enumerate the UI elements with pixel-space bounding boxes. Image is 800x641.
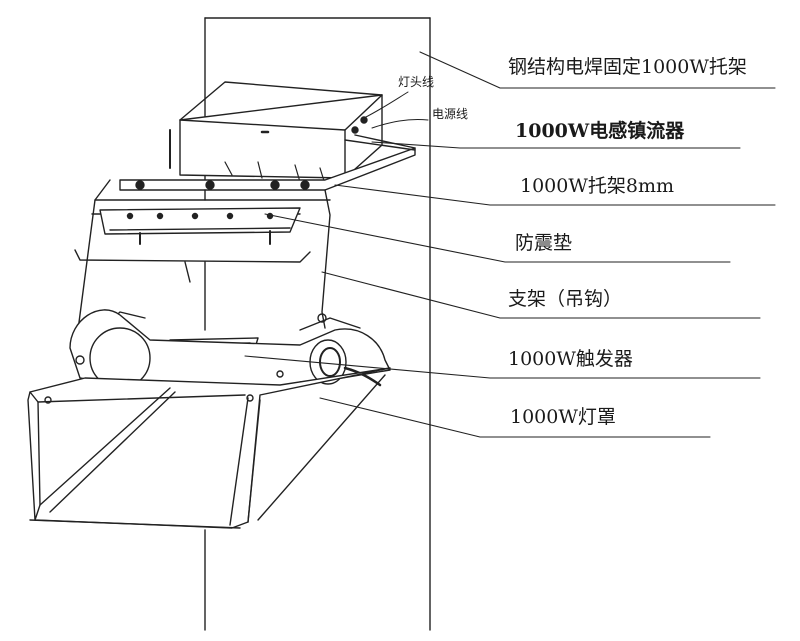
label-ballast: 1000W电感镇流器 — [515, 120, 685, 142]
label-hook-support: 支架（吊钩） — [508, 288, 623, 310]
label-power-wire: 电源线 — [432, 107, 469, 121]
label-shock-pad: 防震垫 — [515, 232, 573, 254]
label-steel-structure: 钢结构电焊固定1000W托架 — [508, 56, 747, 78]
wires — [363, 91, 429, 129]
label-reflector: 1000W灯罩 — [510, 406, 616, 428]
leader-lines — [244, 51, 776, 438]
label-ignitor: 1000W触发器 — [508, 348, 633, 370]
ballast-box — [169, 81, 383, 185]
reflector-shade — [27, 367, 391, 529]
label-bracket: 1000W托架8mm — [520, 175, 675, 197]
label-lamp-wire: 灯头线 — [398, 75, 435, 89]
support-bracket-plate — [119, 134, 416, 191]
